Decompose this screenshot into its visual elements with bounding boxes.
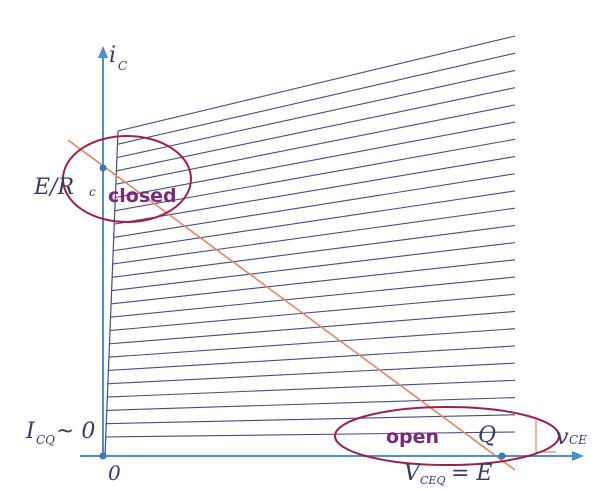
origin-point — [99, 452, 107, 460]
icq-label: I — [25, 419, 36, 444]
characteristic-curve — [107, 362, 516, 385]
characteristic-curve — [117, 52, 516, 145]
vceq-label: V — [404, 461, 422, 486]
characteristic-curve — [105, 414, 516, 425]
characteristic-curve — [110, 276, 516, 318]
x-axis-label-sub: CE — [569, 433, 587, 447]
characteristic-curve — [111, 242, 516, 292]
origin-label: 0 — [108, 461, 121, 485]
characteristic-curve — [115, 121, 516, 199]
characteristic-curve — [106, 397, 516, 411]
q-point-marker — [498, 452, 506, 460]
characteristic-curve — [112, 190, 516, 252]
characteristic-curve — [113, 155, 516, 225]
characteristic-curve — [117, 35, 516, 132]
characteristic-curves — [104, 35, 516, 457]
characteristic-curve — [108, 310, 516, 345]
icq-label-sub: CQ — [36, 433, 55, 447]
characteristic-curve — [116, 87, 516, 172]
saturation-edge — [104, 130, 119, 457]
e-over-rc-label: E/R — [33, 175, 74, 200]
characteristic-curve — [104, 431, 516, 438]
x-axis-label: v — [556, 425, 569, 450]
characteristic-curve — [112, 207, 516, 265]
characteristic-curve — [116, 69, 516, 159]
characteristic-curve — [110, 259, 516, 305]
characteristic-curve — [109, 293, 516, 332]
y-axis-label-sub: C — [118, 59, 127, 73]
icq-label-tail: ~ 0 — [56, 419, 95, 444]
characteristic-curve — [113, 173, 516, 238]
characteristic-curve — [106, 379, 516, 398]
q-angle-mark — [535, 420, 556, 453]
open-label: open — [386, 426, 439, 448]
characteristic-curve — [115, 104, 516, 185]
q-label: Q — [478, 423, 496, 448]
y-axis-label: i — [109, 43, 116, 68]
characteristic-curve — [111, 224, 516, 278]
closed-label: closed — [108, 185, 177, 207]
characteristic-curve — [108, 328, 516, 358]
e-over-rc-label-sub: c — [89, 185, 96, 199]
vceq-label-sub: CEQ — [420, 474, 445, 487]
vceq-label-tail: = E — [451, 461, 493, 486]
e-over-rc-point — [99, 164, 107, 172]
characteristic-curve — [107, 345, 516, 372]
open-region-ellipse — [334, 406, 560, 466]
load-line — [67, 139, 516, 471]
characteristic-curve — [114, 138, 516, 212]
closed-region-ellipse — [62, 135, 192, 223]
